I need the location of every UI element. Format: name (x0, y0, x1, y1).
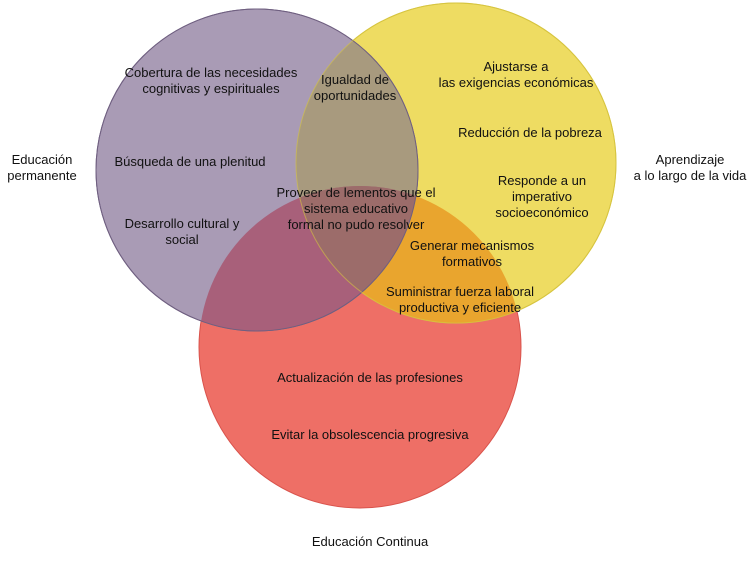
item-evitar: Evitar la obsolescencia progresiva (271, 427, 469, 442)
item-reduccion: Reducción de la pobreza (458, 125, 602, 140)
item-proveer: Proveer de lementos que el sistema educa… (276, 185, 436, 232)
item-suministrar: Suministrar fuerza laboral productiva y … (385, 284, 535, 315)
item-cobertura: Cobertura de las necesidades cognitivas … (124, 65, 298, 96)
set-label-continua: Educación Continua (311, 534, 429, 549)
circle-outline-permanente (95, 8, 419, 332)
item-igualdad: Igualdad de oportunidades (313, 72, 397, 103)
item-actualizacion: Actualización de las profesiones (277, 370, 463, 385)
overlap-all (296, 186, 418, 323)
item-responde: Responde a un imperativo socioeconómico (495, 173, 589, 220)
set-label-aprendizaje: Aprendizaje a lo largo de la vida (633, 152, 747, 183)
item-ajustarse: Ajustarse a las exigencias económicas (438, 59, 594, 90)
item-busqueda: Búsqueda de una plenitud (114, 154, 266, 169)
circle-outline-aprendizaje (295, 2, 617, 324)
set-label-permanente: Educación permanente (7, 152, 77, 183)
item-desarrollo: Desarrollo cultural y social (124, 216, 240, 247)
item-generar: Generar mecanismos formativos (409, 238, 535, 269)
